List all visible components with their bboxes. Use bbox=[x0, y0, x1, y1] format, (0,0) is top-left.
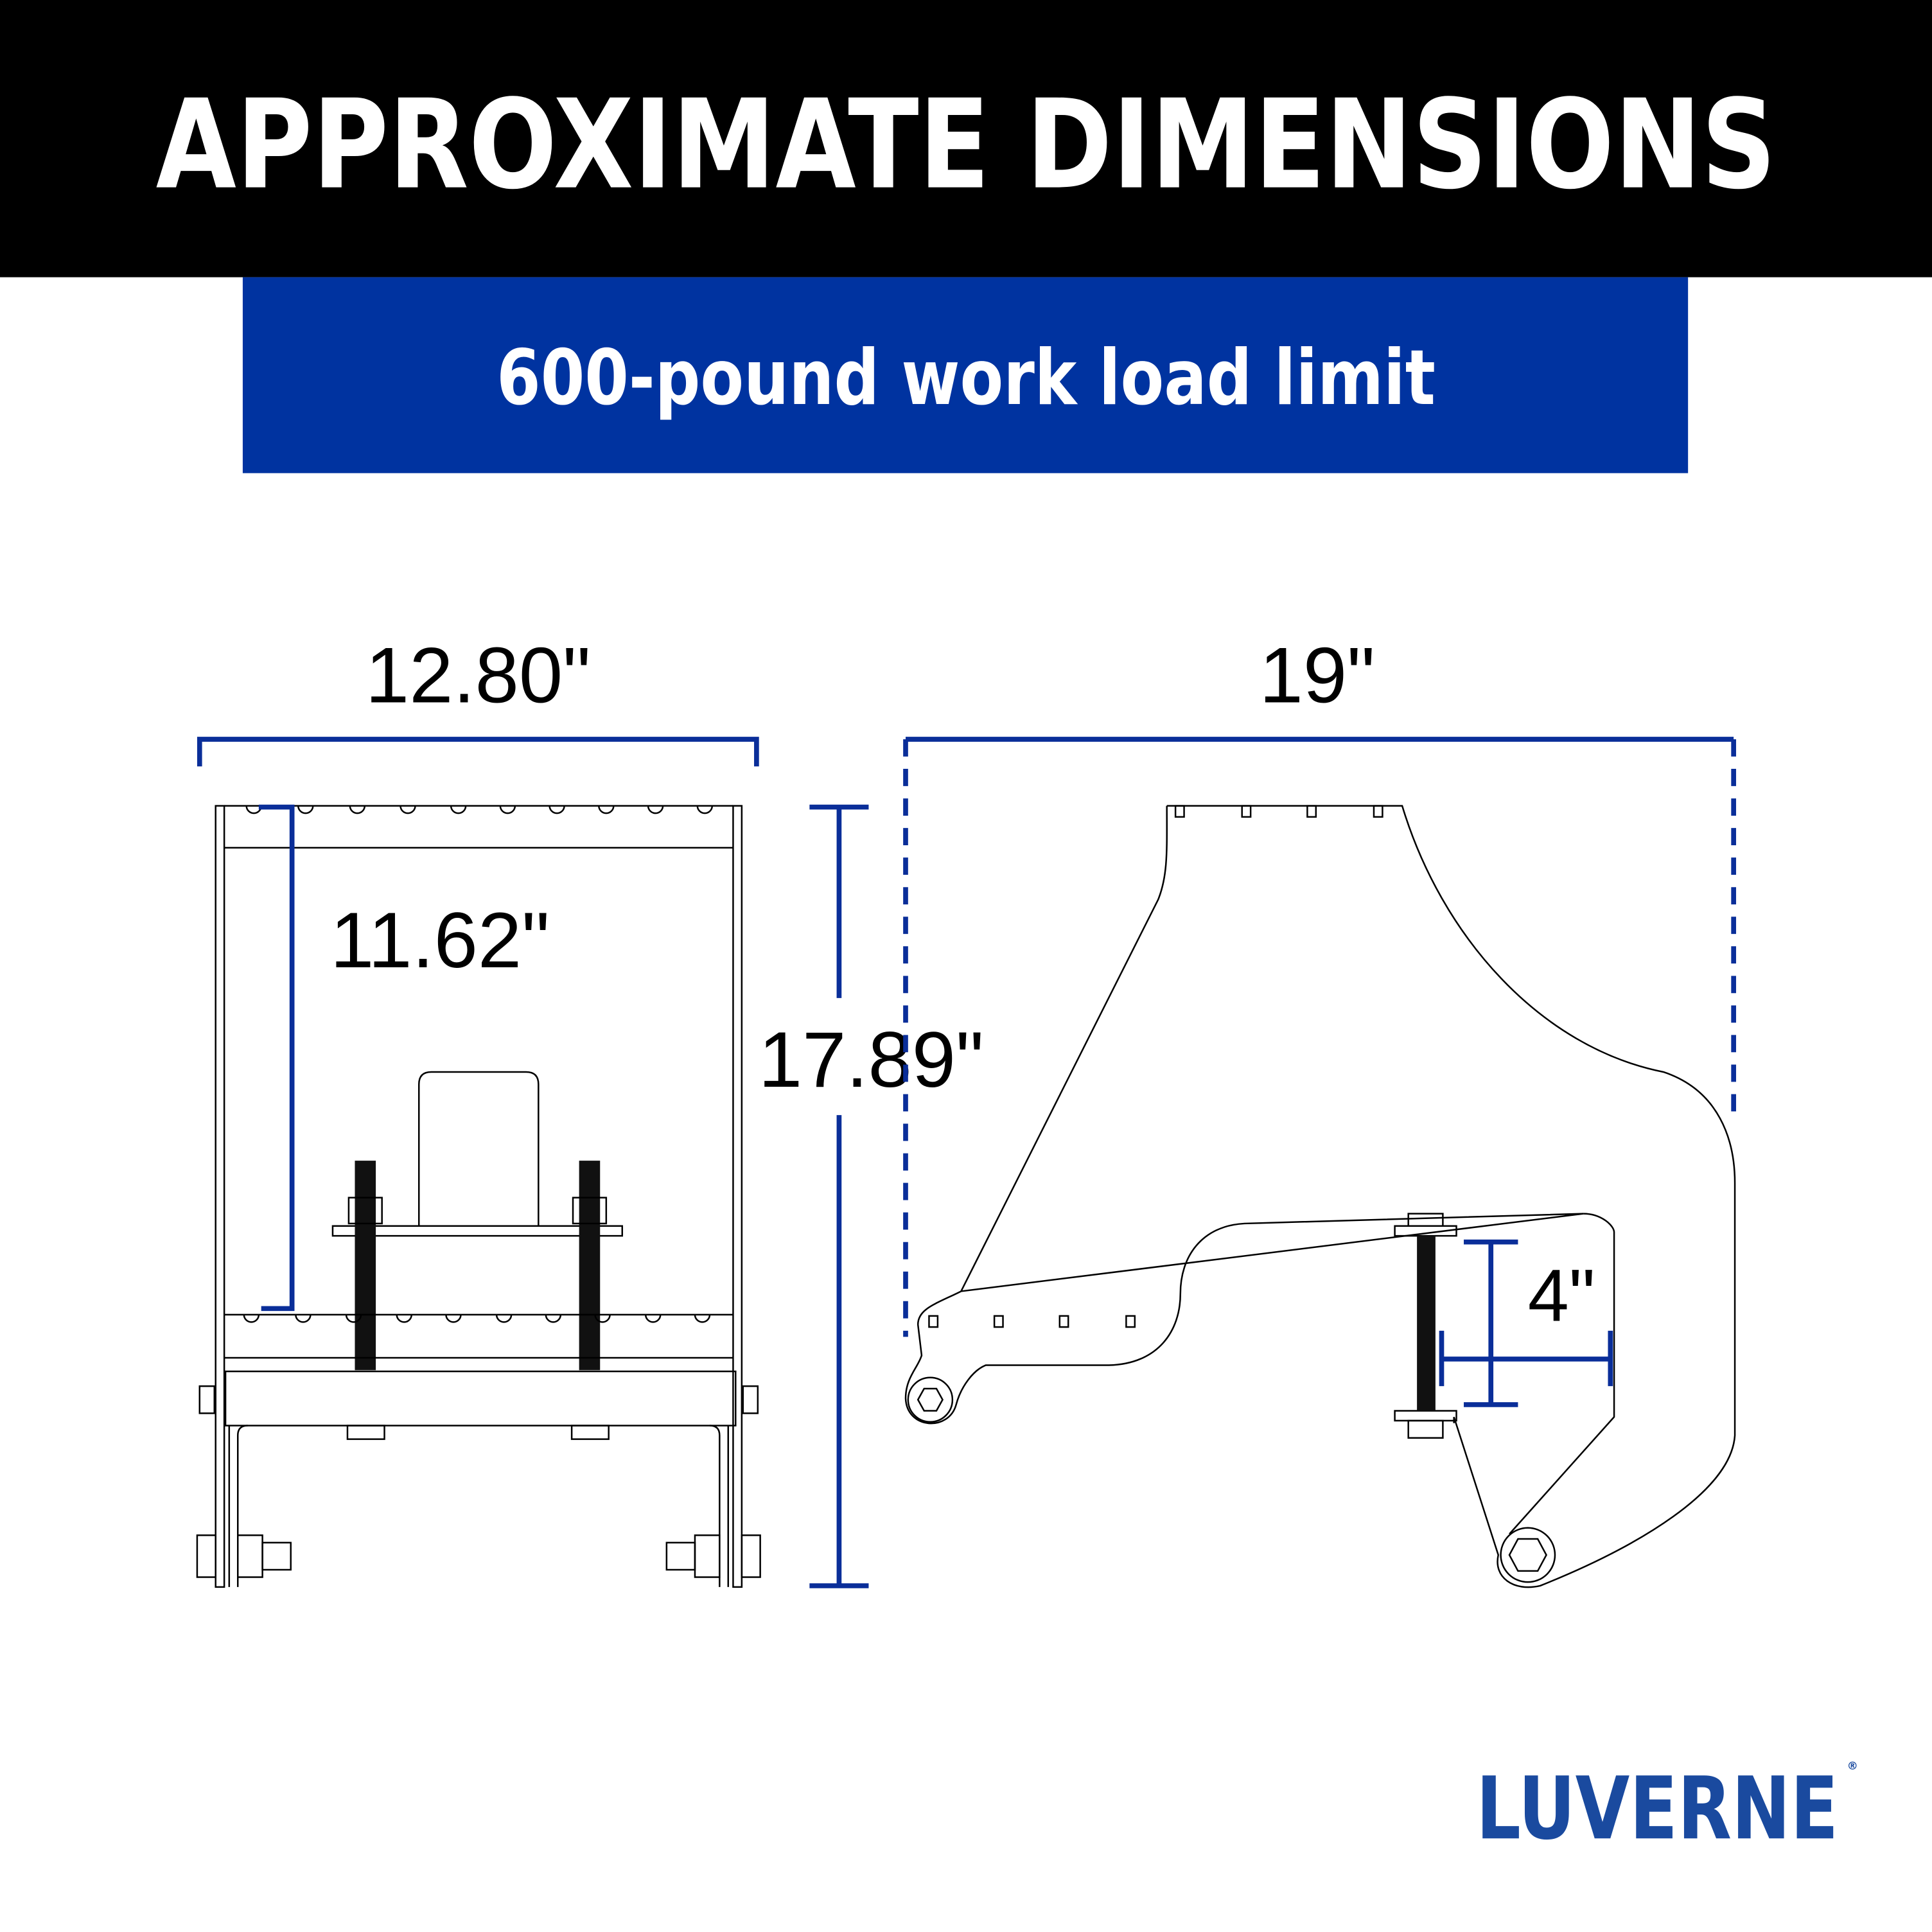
header-bar bbox=[0, 0, 1932, 277]
side-view-drawing bbox=[904, 805, 1736, 1588]
front-view-drawing bbox=[196, 805, 761, 1588]
inner-height-dimension-line bbox=[258, 804, 295, 1312]
luverne-logo: LUVERNE bbox=[1476, 1758, 1838, 1859]
overall-height-dimension-line bbox=[809, 804, 869, 1588]
depth-label: 19" bbox=[1260, 631, 1375, 719]
overall-height-label: 17.89" bbox=[759, 1016, 984, 1104]
load-limit-text: 600-pound work load limit bbox=[496, 334, 1436, 423]
clearance-dimension-line bbox=[1439, 1239, 1613, 1407]
registered-mark: ® bbox=[1847, 1760, 1858, 1773]
inner-height-label: 11.62" bbox=[330, 897, 550, 985]
depth-extension-lines bbox=[903, 739, 1736, 1337]
width-label: 12.80" bbox=[365, 631, 591, 719]
clearance-label: 4" bbox=[1528, 1254, 1595, 1337]
banner bbox=[242, 277, 1689, 473]
width-dimension-line bbox=[197, 737, 759, 767]
page-title: APPROXIMATE DIMENSIONS bbox=[156, 74, 1777, 217]
